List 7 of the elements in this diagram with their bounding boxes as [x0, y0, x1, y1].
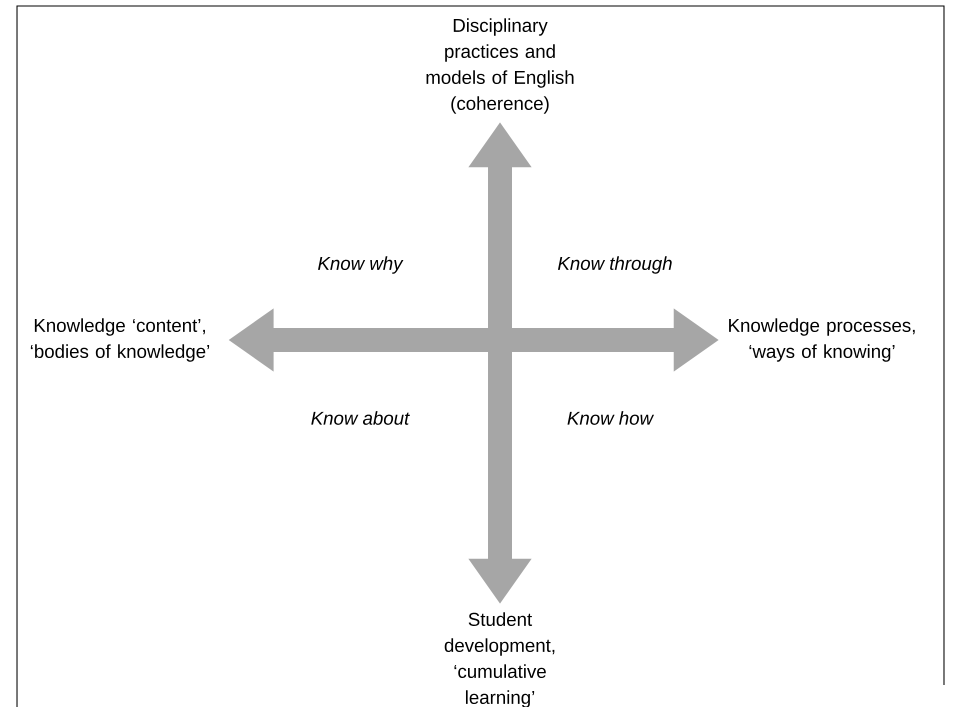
quadrant-label: Know why [318, 256, 404, 274]
axis-label: Disciplinary practices and models of English (coherence) [426, 18, 574, 114]
quadrant-label: Know through [558, 256, 672, 274]
quadrant-label: Know about [311, 411, 410, 425]
quadrant-label: Know how [568, 411, 654, 425]
axis-label: Knowledge processes, ‘ways of knowing’ [729, 318, 915, 362]
axis-label: Knowledge ‘content’, ‘bodies of knowledge’ [30, 318, 210, 362]
